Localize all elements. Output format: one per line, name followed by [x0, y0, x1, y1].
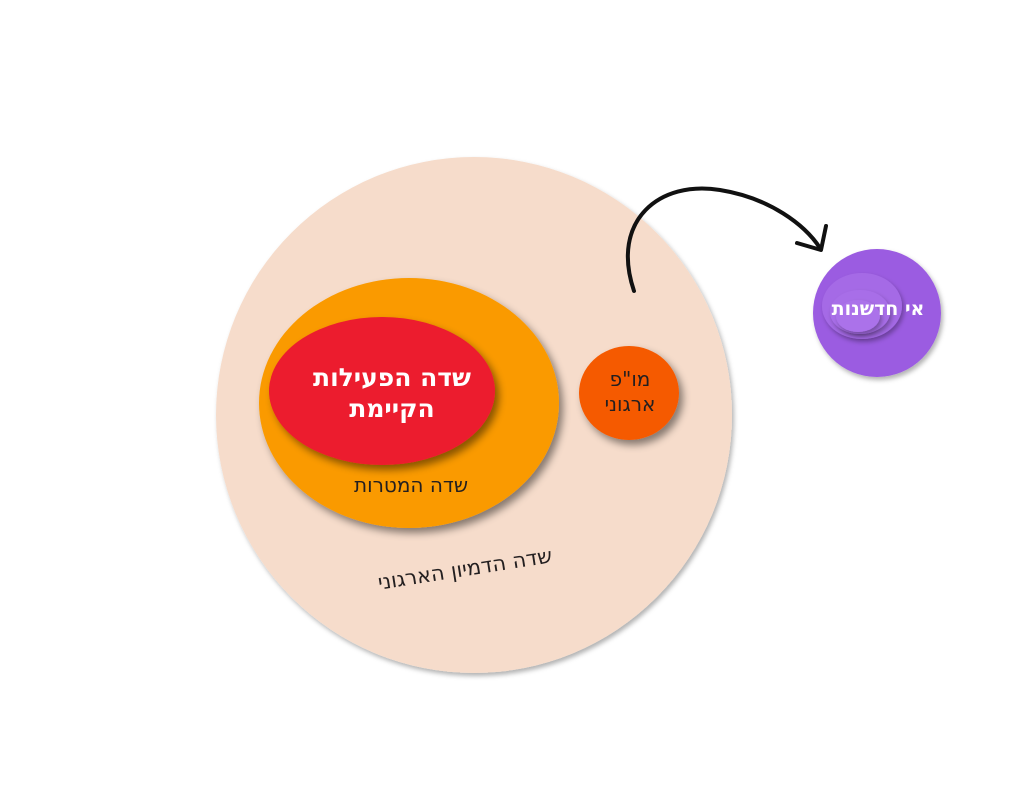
- arrowhead-icon: [795, 224, 828, 252]
- goals-field-label: שדה המטרות: [353, 473, 468, 497]
- current-activity-line1: שדה הפעילות: [313, 363, 471, 392]
- curved-arrow: [625, 186, 828, 293]
- mop-line1: מו"פ: [609, 367, 651, 391]
- mop-line2: ארגוני: [604, 392, 656, 416]
- mop-circle: [579, 346, 679, 440]
- innovation-island: [813, 249, 941, 377]
- current-activity-ellipse: [269, 317, 495, 465]
- current-activity-label: שדה הפעילות הקיימת: [300, 362, 484, 424]
- innovation-island-label: אי חדשנות: [831, 298, 925, 320]
- mop-label: מו"פ ארגוני: [586, 367, 674, 417]
- current-activity-line2: הקיימת: [349, 394, 435, 423]
